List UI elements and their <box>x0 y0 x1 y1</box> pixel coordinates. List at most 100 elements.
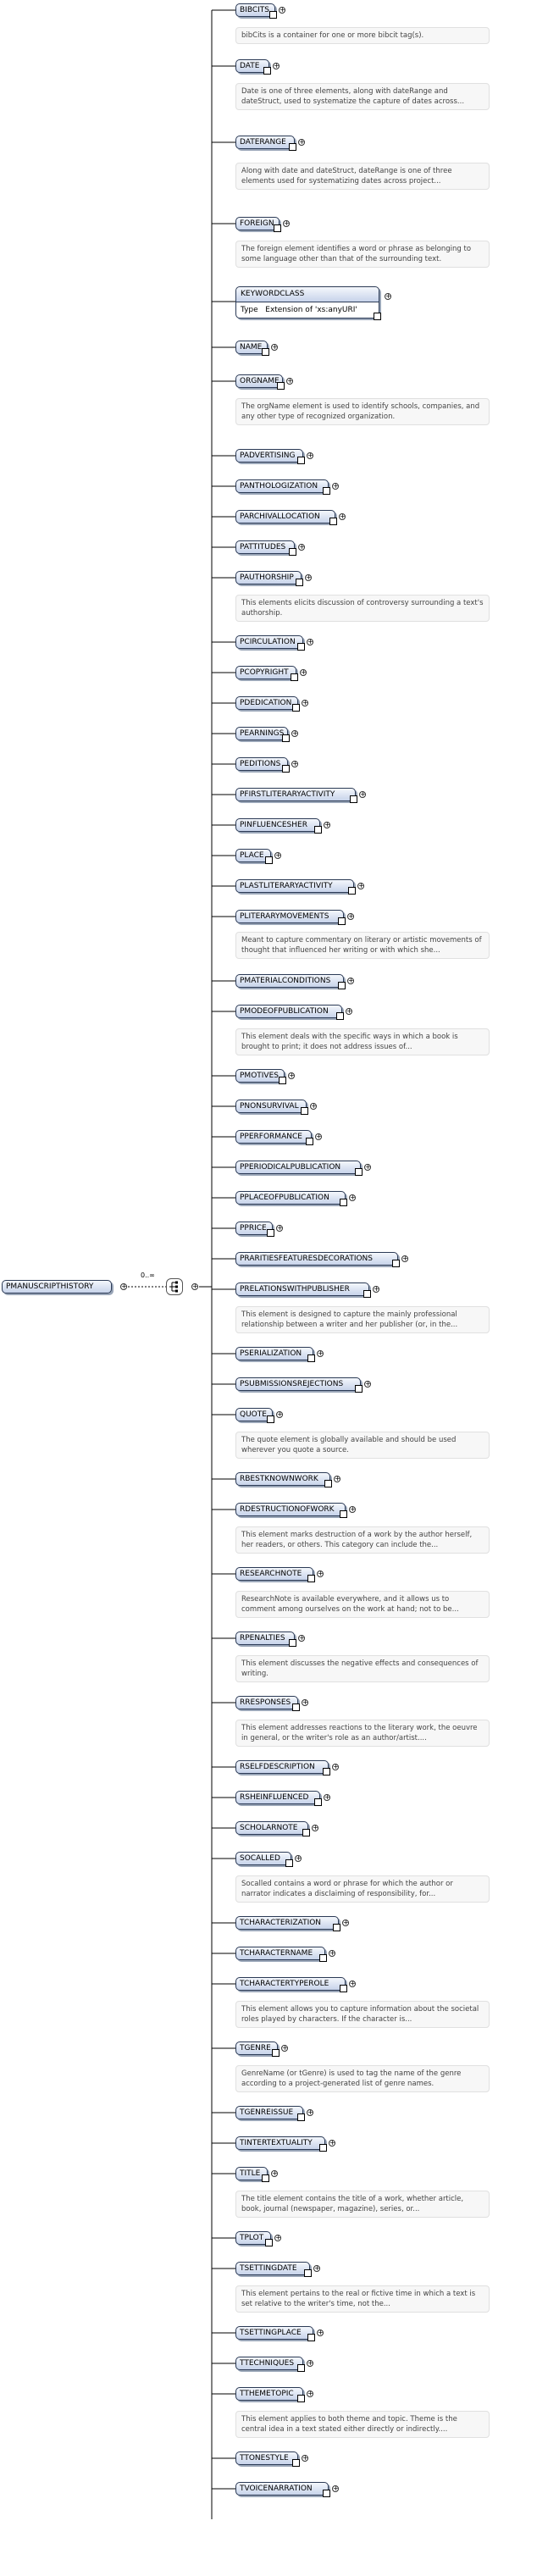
element-pprice[interactable]: PPRICE <box>235 1222 274 1237</box>
expand-icon[interactable]: + <box>332 482 339 490</box>
element-place[interactable]: PLACE <box>235 849 273 864</box>
element-pplaceofpublication[interactable]: PPLACEOFPUBLICATION <box>235 1191 347 1206</box>
expand-icon[interactable]: + <box>349 1194 356 1201</box>
expand-icon[interactable]: + <box>364 1380 371 1388</box>
expand-icon[interactable]: + <box>357 882 364 889</box>
expand-icon[interactable]: + <box>291 729 298 737</box>
expand-icon[interactable]: + <box>291 760 298 767</box>
expand-icon[interactable]: + <box>283 219 290 227</box>
expand-icon[interactable]: + <box>307 2390 313 2397</box>
element-tgenre[interactable]: TGENRE <box>235 2041 280 2057</box>
element-rsheinfluenced[interactable]: RSHEINFLUENCED <box>235 1791 322 1806</box>
element-prelationswithpublisher[interactable]: PRELATIONSWITHPUBLISHER <box>235 1282 371 1298</box>
expand-icon[interactable]: + <box>349 1505 356 1513</box>
element-pnonsurvival[interactable]: PNONSURVIVAL <box>235 1100 308 1115</box>
element-quote[interactable]: QUOTE <box>235 1408 274 1423</box>
element-pcopyright[interactable]: PCOPYRIGHT <box>235 666 298 681</box>
element-pfirstliteraryactivity[interactable]: PFIRSTLITERARYACTIVITY <box>235 788 357 803</box>
choice-compositor-icon[interactable] <box>166 1278 183 1295</box>
element-pauthorship[interactable]: PAUTHORSHIP <box>235 571 303 586</box>
element-pattitudes[interactable]: PATTITUDES <box>235 540 296 556</box>
expand-icon[interactable]: + <box>279 6 285 14</box>
element-tvoicenarration[interactable]: TVOICENARRATION <box>235 2482 330 2497</box>
expand-icon[interactable]: + <box>276 1224 283 1232</box>
expand-icon[interactable]: + <box>271 343 278 351</box>
element-daterange[interactable]: DATERANGE <box>235 136 296 151</box>
element-name[interactable]: NAME <box>235 341 269 356</box>
expand-icon[interactable]: + <box>346 1007 352 1015</box>
element-rselfdescription[interactable]: RSELFDESCRIPTION <box>235 1760 330 1776</box>
element-tintertextuality[interactable]: TINTERTEXTUALITY <box>235 2136 327 2152</box>
element-scholarnote[interactable]: SCHOLARNOTE <box>235 1821 310 1836</box>
expand-icon[interactable]: + <box>342 1919 349 1926</box>
expand-icon[interactable]: + <box>276 1410 283 1418</box>
expand-icon[interactable]: + <box>347 912 354 920</box>
expand-icon[interactable]: + <box>307 451 313 459</box>
element-panthologization[interactable]: PANTHOLOGIZATION <box>235 479 330 495</box>
expand-icon[interactable]: + <box>349 1980 356 1987</box>
expand-icon[interactable]: + <box>317 1349 324 1357</box>
expand-icon[interactable]: + <box>295 1854 302 1862</box>
element-title[interactable]: TITLE <box>235 2167 269 2182</box>
expand-icon[interactable]: + <box>307 638 313 645</box>
root-expand-icon[interactable]: + <box>120 1282 127 1290</box>
element-orgname[interactable]: ORGNAME <box>235 374 285 390</box>
element-pmodeofpublication[interactable]: PMODEOFPUBLICATION <box>235 1005 344 1020</box>
element-tsettingplace[interactable]: TSETTINGPLACE <box>235 2326 315 2341</box>
element-rresponses[interactable]: RRESPONSES <box>235 1696 300 1711</box>
element-ttechniques[interactable]: TTECHNIQUES <box>235 2357 305 2372</box>
expand-icon[interactable]: + <box>302 1698 308 1706</box>
element-parchivallocation[interactable]: PARCHIVALLOCATION <box>235 510 337 525</box>
expand-icon[interactable]: + <box>329 1949 335 1957</box>
element-tsettingdate[interactable]: TSETTINGDATE <box>235 2262 312 2277</box>
element-pdedication[interactable]: PDEDICATION <box>235 696 300 712</box>
element-praritiesfeaturesdecorations[interactable]: PRARITIESFEATURESDECORATIONS <box>235 1252 400 1267</box>
element-tcharactertyperole[interactable]: TCHARACTERTYPEROLE <box>235 1977 347 1992</box>
expand-icon[interactable]: + <box>274 851 281 859</box>
expand-icon[interactable]: + <box>302 2454 308 2462</box>
element-bibcits[interactable]: BIBCITS <box>235 3 277 19</box>
element-tgenreissue[interactable]: TGENREISSUE <box>235 2106 305 2121</box>
element-researchnote[interactable]: RESEARCHNOTE <box>235 1567 315 1582</box>
expand-icon[interactable]: + <box>359 790 366 798</box>
expand-icon[interactable]: + <box>332 2485 339 2492</box>
expand-icon[interactable]: + <box>324 821 330 828</box>
expand-icon[interactable]: + <box>286 377 293 385</box>
element-psubmissionsrejections[interactable]: PSUBMISSIONSREJECTIONS <box>235 1377 363 1393</box>
expand-icon[interactable]: + <box>332 1763 339 1770</box>
expand-icon[interactable]: + <box>298 138 305 146</box>
element-date[interactable]: DATE <box>235 59 271 75</box>
expand-icon[interactable]: + <box>310 1102 317 1110</box>
element-pmaterialconditions[interactable]: PMATERIALCONDITIONS <box>235 974 346 989</box>
element-rpenalties[interactable]: RPENALTIES <box>235 1631 296 1647</box>
element-pcirculation[interactable]: PCIRCULATION <box>235 635 305 651</box>
expand-icon[interactable]: + <box>274 2234 281 2241</box>
element-socalled[interactable]: SOCALLED <box>235 1852 293 1867</box>
expand-icon[interactable]: + <box>334 1475 340 1482</box>
expand-icon[interactable]: + <box>315 1133 322 1140</box>
expand-icon[interactable]: + <box>373 1285 379 1293</box>
element-rbestknownwork[interactable]: RBESTKNOWNWORK <box>235 1472 332 1487</box>
expand-icon[interactable]: + <box>317 1570 324 1577</box>
expand-icon[interactable]: + <box>329 2139 335 2147</box>
expand-icon[interactable]: + <box>347 977 354 984</box>
expand-icon[interactable]: + <box>307 2359 313 2367</box>
expand-icon[interactable]: + <box>312 1824 318 1831</box>
expand-icon[interactable]: + <box>298 1634 305 1642</box>
element-padvertising[interactable]: PADVERTISING <box>235 449 305 464</box>
expand-icon[interactable]: + <box>317 2329 324 2336</box>
expand-icon[interactable]: + <box>298 543 305 551</box>
expand-icon[interactable]: + <box>401 1255 408 1262</box>
expand-icon[interactable]: + <box>300 668 307 676</box>
element-pperiodicalpublication[interactable]: PPERIODICALPUBLICATION <box>235 1161 363 1176</box>
element-pperformance[interactable]: PPERFORMANCE <box>235 1130 313 1145</box>
expand-icon[interactable]: + <box>324 1793 330 1801</box>
element-tthemetopic[interactable]: TTHEMETOPIC <box>235 2387 305 2402</box>
element-tplot[interactable]: TPLOT <box>235 2231 273 2246</box>
element-tcharactername[interactable]: TCHARACTERNAME <box>235 1947 327 1962</box>
element-pinfluencesher[interactable]: PINFLUENCESHER <box>235 818 322 834</box>
element-peditions[interactable]: PEDITIONS <box>235 757 290 773</box>
expand-icon[interactable]: + <box>385 292 391 300</box>
element-ttonestyle[interactable]: TTONESTYLE <box>235 2451 300 2467</box>
